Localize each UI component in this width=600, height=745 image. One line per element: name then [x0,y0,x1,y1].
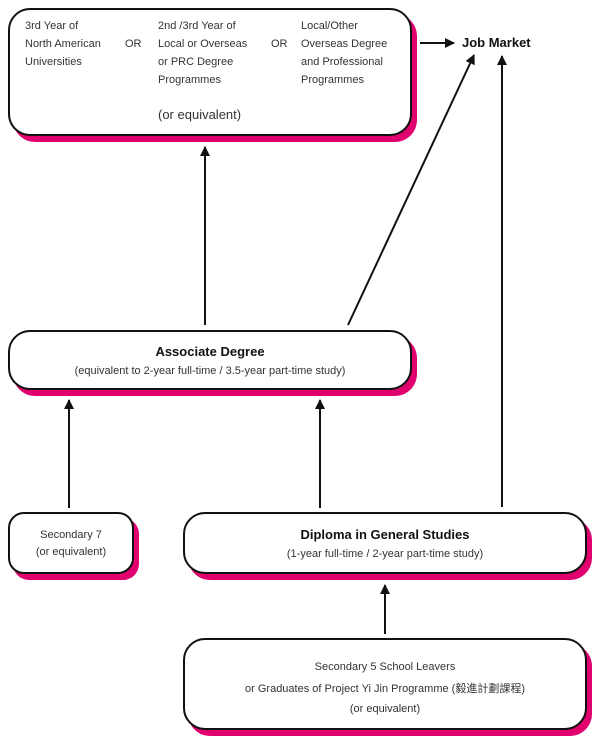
secondary5-line2: or Graduates of Project Yi Jin Programme… [245,683,525,695]
arrow-associate-to-job-market [347,54,475,326]
or-label-2: OR [271,38,288,50]
or-equivalent-label: (or equivalent) [158,107,242,122]
col2-line3: or PRC Degree [158,56,234,68]
secondary5-line1: Secondary 5 School Leavers [314,661,456,673]
col3-line3: and Professional [301,56,383,68]
diploma-title: Diploma in General Studies [300,527,470,542]
local-overseas-degree-text: 2nd /3rd Year of Local or Overseas or PR… [158,17,247,89]
secondary7-line2: (or equivalent) [35,546,107,558]
secondary7-box [8,512,134,574]
job-market-label: Job Market [462,35,531,50]
col2-line2: Local or Overseas [158,38,248,50]
associate-degree-subtitle: (equivalent to 2-year full-time / 3.5-ye… [74,365,346,377]
col2-line4: Programmes [158,74,221,86]
col1-line3: Universities [25,56,82,68]
col1-line1: 3rd Year of [25,20,79,32]
diploma-box [183,512,587,574]
col3-line4: Programmes [301,74,364,86]
col1-line2: North American [25,38,101,50]
or-label-1: OR [125,38,142,50]
associate-degree-box [8,330,412,390]
associate-degree-title: Associate Degree [155,344,265,359]
north-american-universities-text: 3rd Year of North American Universities [25,17,101,71]
col3-line2: Overseas Degree [301,38,388,50]
diploma-subtitle: (1-year full-time / 2-year part-time stu… [286,548,484,560]
secondary5-line3: (or equivalent) [349,703,421,715]
further-studies-box [8,8,412,136]
col3-line1: Local/Other [301,20,358,32]
col2-line1: 2nd /3rd Year of [158,20,236,32]
professional-programmes-text: Local/Other Overseas Degree and Professi… [301,17,387,89]
secondary7-line1: Secondary 7 [40,529,102,541]
secondary5-box [183,638,587,730]
